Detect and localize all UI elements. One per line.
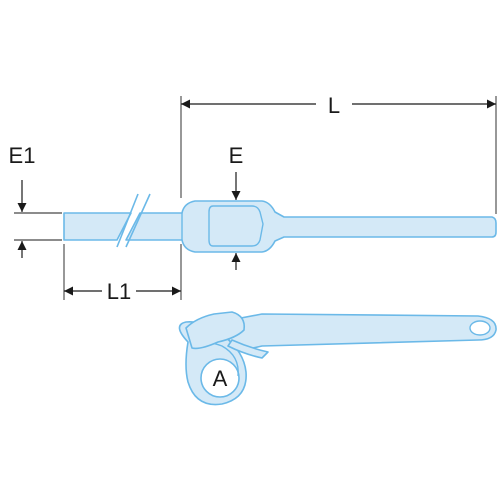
label-L: L [328,93,340,118]
wrench-handle [219,313,497,353]
label-E1: E1 [9,143,36,168]
strap-wrench-side-view [178,311,497,406]
label-L1: L1 [107,279,131,304]
wrench-jaw [185,311,246,350]
label-E: E [229,143,244,168]
handle-top-view [63,193,497,253]
dimension-E: E [229,143,244,270]
label-A: A [213,366,228,391]
handle-body [125,200,497,253]
wrench-strap-tail [227,339,269,359]
break-line-left [116,193,139,248]
collar-recess [208,205,264,247]
dimension-E1: E1 [9,143,62,258]
dimension-L: L [180,93,497,214]
workpiece-circle [200,358,240,398]
break-line-right [125,193,151,248]
bar-segment-left [63,212,132,241]
dimension-L1: L1 [63,244,182,304]
wrench-eyelet [469,320,491,336]
